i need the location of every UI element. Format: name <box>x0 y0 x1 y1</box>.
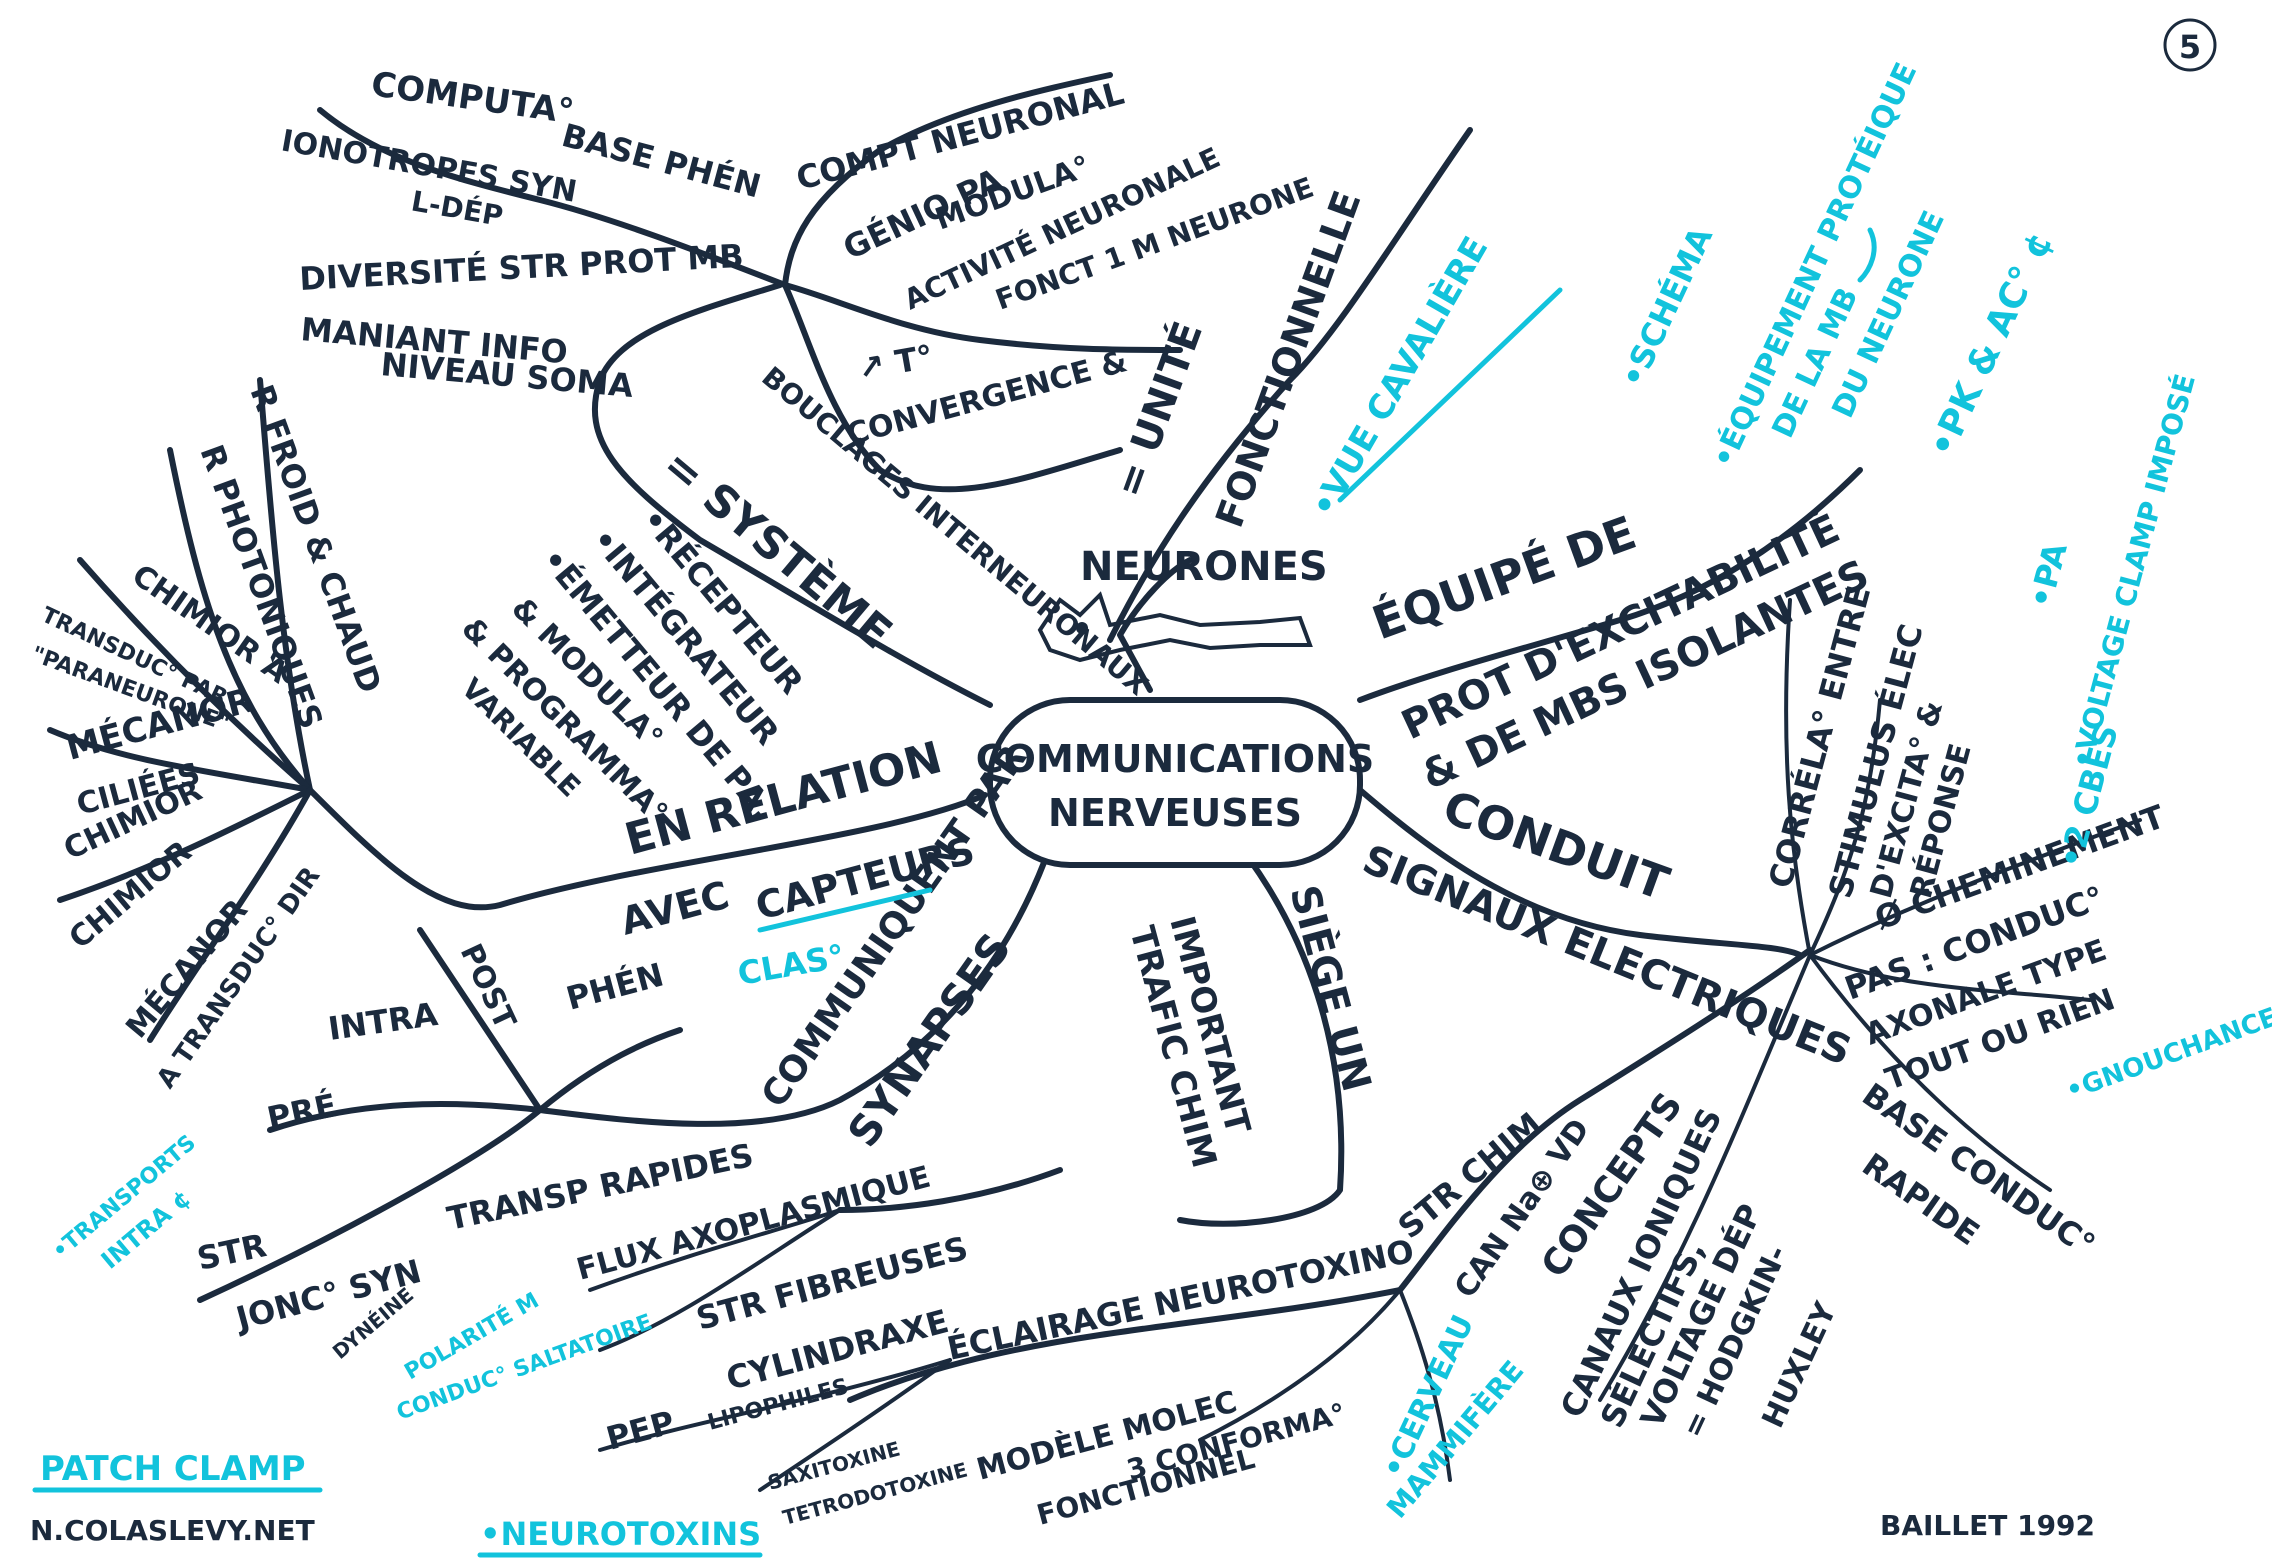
footer-site: N.COLASLEVY.NET <box>30 1514 315 1547</box>
capteurs-underline <box>757 887 933 933</box>
center-box <box>987 697 1363 868</box>
label-huxley: HUXLEY <box>1756 1296 1845 1433</box>
label-pep: PEP <box>602 1403 678 1458</box>
label-neurones: NEURONES <box>1080 544 1328 590</box>
label-phen-b: PHÉN <box>562 955 667 1017</box>
label-base-phen: BASE PHÉN <box>558 116 765 206</box>
page-number-badge: 5 <box>2163 18 2217 72</box>
label-diversite: DIVERSITÉ STR PROT MB <box>298 237 744 298</box>
label-patch: PATCH CLAMP <box>40 1449 306 1489</box>
center-title-line1: COMMUNICATIONS <box>976 737 1375 781</box>
label-voltage-clamp: •VOLTAGE CLAMP IMPOSÉ <box>2064 370 2202 772</box>
branch-lines <box>47 72 2142 1492</box>
label-unite: = UNITÉ <box>1104 315 1212 503</box>
label-neurotoxins: •NEUROTOXINS <box>480 1515 761 1553</box>
label-temp: ↗ T° <box>855 337 936 388</box>
label-intra: INTRA <box>326 995 440 1048</box>
label-pre: PRÉ <box>264 1086 340 1138</box>
page-number: 5 <box>2179 28 2201 66</box>
label-post: POST <box>453 939 523 1035</box>
neuron-icon <box>1037 591 1313 663</box>
label-schema: •SCHÉMA <box>1613 221 1720 393</box>
label-pk-ac: •PK & AC° ¢ <box>1921 226 2061 464</box>
label-siege-un: SIÈGE UN <box>1280 880 1381 1096</box>
center-title-line2: NERVEUSES <box>1048 791 1302 835</box>
label-computa: COMPUTA° <box>369 64 577 132</box>
footer-credit: BAILLET 1992 <box>1880 1509 2095 1542</box>
label-avec: AVEC <box>616 873 734 944</box>
center-node: COMMUNICATIONS NERVEUSES <box>976 697 1375 868</box>
label-pa-cyan: •PA <box>2021 539 2075 613</box>
vue-cavaliere-underline <box>1337 287 1563 503</box>
schema-arrow <box>1857 227 1877 283</box>
